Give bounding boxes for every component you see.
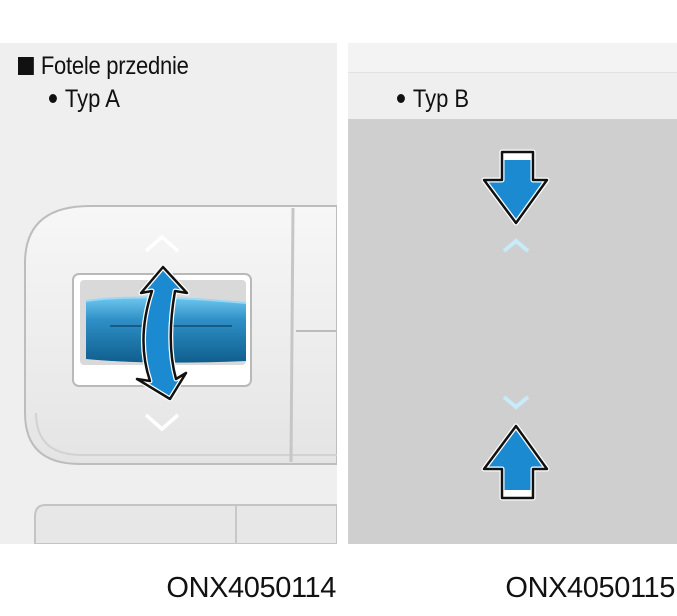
chevron-down-icon xyxy=(502,395,530,410)
figure-code-a: ONX4050114 xyxy=(166,572,336,604)
section-title: Fotele przednie xyxy=(40,52,189,80)
figure-code-b: ONX4050115 xyxy=(505,572,675,604)
arrow-up-icon xyxy=(481,423,550,501)
figure-type-b xyxy=(348,43,677,544)
figure-type-a xyxy=(0,43,337,544)
section-heading: Fotele przednie xyxy=(18,52,189,80)
bullet-dot-icon xyxy=(397,94,405,103)
bullet-type-b: Typ B xyxy=(397,85,469,113)
chevron-up-icon xyxy=(502,238,530,253)
bullet-type-a: Typ A xyxy=(49,85,120,113)
arrow-down-icon xyxy=(481,149,550,226)
type-b-arrows-illustration xyxy=(481,149,550,501)
type-a-label: Typ A xyxy=(64,85,120,113)
type-b-label: Typ B xyxy=(412,85,470,113)
square-bullet-icon xyxy=(18,57,34,75)
figure-header-band xyxy=(348,43,677,73)
bullet-dot-icon xyxy=(49,94,57,103)
type-a-switch-illustration xyxy=(24,205,337,544)
